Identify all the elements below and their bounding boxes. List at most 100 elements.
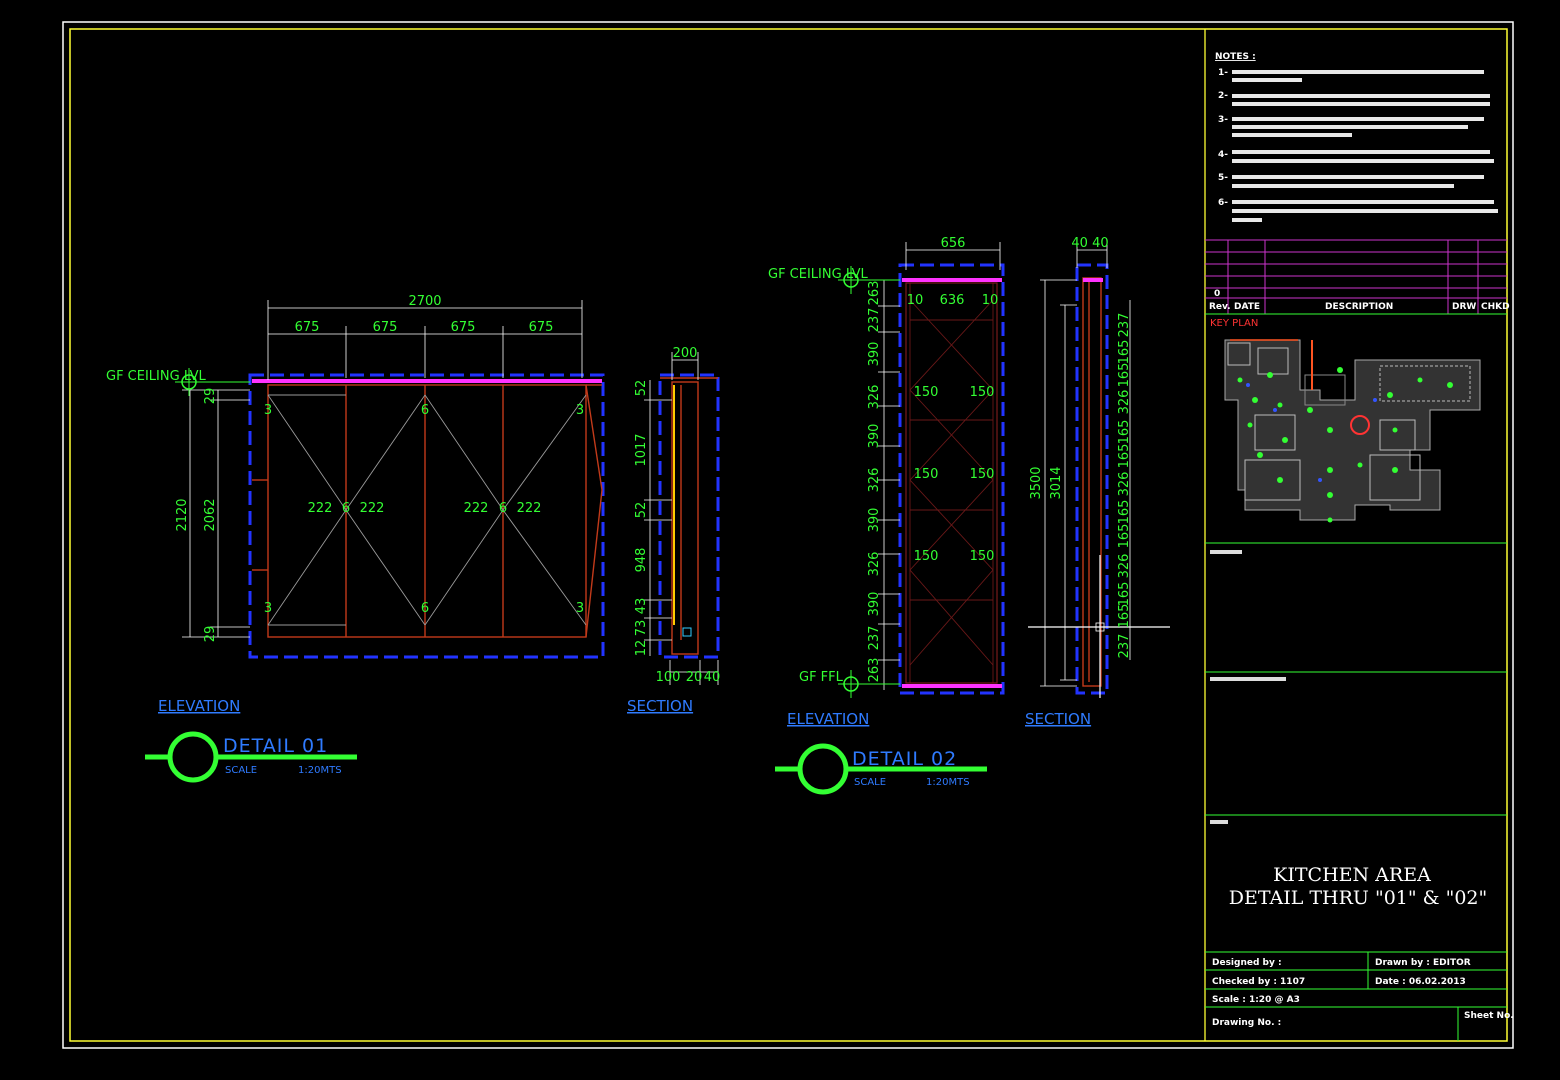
d02-left-vertical: 326: [867, 385, 882, 410]
d02-cell-dim: 150: [914, 385, 939, 400]
d02-cell-dim: 150: [914, 467, 939, 482]
inner-border: [69, 28, 1508, 1042]
d01-segment: 675: [529, 320, 554, 335]
d02-section-right: 326: [1117, 390, 1132, 415]
title-block: NOTES : 1- 2- 3- 4- 5- 6-: [1204, 29, 1514, 1041]
drawing-number: Drawing No. :: [1212, 1018, 1281, 1028]
d02-floor-label: GF FFL: [799, 670, 844, 685]
d01-section-vertical: 1017: [634, 433, 649, 466]
detail-02-title: DETAIL 02: [852, 748, 957, 770]
checked-by: Checked by : 1107: [1212, 977, 1305, 987]
d02-section-right: 237: [1117, 313, 1132, 338]
rev-header-rev: Rev.: [1209, 302, 1231, 312]
detail-01-scale-label: SCALE: [225, 765, 257, 776]
outer-border: [62, 21, 1514, 1049]
drawing-date: Date : 06.02.2013: [1375, 977, 1466, 987]
d02-section-label: SECTION: [1025, 710, 1091, 728]
d01-segment: 675: [295, 320, 320, 335]
key-plan-label: KEY PLAN: [1210, 318, 1258, 329]
d02-section-right: 165: [1117, 420, 1132, 445]
d01-section-vertical: 43: [634, 598, 649, 615]
d01-level-marker: [175, 368, 250, 396]
d01-section-label: SECTION: [627, 697, 693, 715]
d02-left-vertical: 263: [867, 281, 882, 306]
d01-mid-dim: 6: [499, 501, 507, 516]
note-item: 3-: [1218, 115, 1228, 125]
note-item: 5-: [1218, 173, 1228, 183]
d02-section-right: 165: [1117, 524, 1132, 549]
notes-heading: NOTES :: [1215, 52, 1256, 62]
d01-corner-dim: 3: [576, 403, 584, 418]
d02-left-vertical: 326: [867, 552, 882, 577]
d01-corner-dim: 3: [264, 601, 272, 616]
d01-bottom-offset: 29: [203, 626, 218, 643]
revision-number: 0: [1214, 289, 1220, 299]
d01-section-vertical: 52: [634, 502, 649, 519]
d02-section-height: 3500: [1029, 466, 1044, 499]
rev-header-drw: DRW: [1452, 302, 1476, 312]
d01-segment: 675: [451, 320, 476, 335]
note-item: 1-: [1218, 68, 1228, 78]
d02-section-right: 165: [1117, 340, 1132, 365]
d02-left-vertical: 326: [867, 468, 882, 493]
detail-02-scale-value: 1:20MTS: [926, 777, 970, 788]
d01-section-vertical: 52: [634, 380, 649, 397]
d02-floor-marker: [838, 670, 900, 698]
rev-header-date: DATE: [1234, 302, 1260, 312]
note-item: 6-: [1218, 198, 1228, 208]
d01-section-vertical: 948: [634, 548, 649, 573]
note-item: 4-: [1218, 150, 1228, 160]
d02-cell-dim: 150: [914, 549, 939, 564]
d02-left-vertical: 390: [867, 424, 882, 449]
designed-by: Designed by :: [1212, 958, 1282, 968]
drawing-title-line1: KITCHEN AREA: [1273, 864, 1431, 886]
d02-section-height: 3014: [1049, 466, 1064, 499]
d01-mid-dim: 222: [360, 501, 385, 516]
drawing-scale: Scale : 1:20 @ A3: [1212, 995, 1300, 1005]
d01-section-vertical: 12: [634, 640, 649, 657]
d02-left-vertical: 390: [867, 592, 882, 617]
d02-inner-dim: 636: [940, 293, 965, 308]
d02-inner-dim: 10: [907, 293, 924, 308]
d02-elevation-label: ELEVATION: [787, 710, 869, 728]
d02-section-right: 165: [1117, 363, 1132, 388]
d02-left-vertical: 237: [867, 308, 882, 333]
d01-section-bottom: 40: [704, 670, 721, 685]
d01-ceiling-label: GF CEILING LVL: [106, 369, 207, 384]
d01-segment: 675: [373, 320, 398, 335]
d02-left-vertical: 390: [867, 508, 882, 533]
detail-01-tag: DETAIL 01 SCALE 1:20MTS: [145, 731, 357, 783]
rev-header-chkd: CHKD: [1481, 302, 1510, 312]
revision-table: [1205, 239, 1507, 314]
d02-cell-dim: 150: [970, 549, 995, 564]
d01-mid-dim: 222: [464, 501, 489, 516]
d01-corner-dim: 6: [421, 601, 429, 616]
d02-left-vertical: 390: [867, 342, 882, 367]
d01-overall-width: 2700: [408, 294, 441, 309]
note-item: 2-: [1218, 91, 1228, 101]
drawing-title-line2: DETAIL THRU "01" & "02": [1229, 887, 1488, 909]
detail-01-elevation: 2700 675 675 675 675 2120 2062 29 29 222…: [106, 294, 605, 715]
notes-list: 1- 2- 3- 4- 5- 6-: [1218, 68, 1498, 222]
d02-ceiling-marker: [838, 266, 900, 294]
d02-section-right: 165: [1117, 604, 1132, 629]
d01-top-offset: 29: [203, 388, 218, 405]
d02-overall-width: 656: [941, 236, 966, 251]
d01-height-outer: 2120: [175, 498, 190, 531]
d02-section-top: 40 40: [1071, 236, 1108, 251]
detail-02-elevation: 656 10 636 10 263 237 390 326 390 326 39…: [768, 236, 1005, 728]
detail-02-section: 40 40 3500 3014 237 165 165 326 165 165 …: [1025, 236, 1170, 728]
d01-elevation-label: ELEVATION: [158, 697, 240, 715]
d01-section-bottom: 100: [656, 670, 681, 685]
sheet-number: Sheet No.: [1464, 1011, 1514, 1021]
d01-mid-dim: 6: [342, 501, 350, 516]
d01-corner-dim: 3: [264, 403, 272, 418]
d02-section-right: 326: [1117, 554, 1132, 579]
drawn-by: Drawn by : EDITOR: [1375, 958, 1471, 968]
d01-section-width: 200: [673, 346, 698, 361]
d02-ceiling-label: GF CEILING LVL: [768, 267, 869, 282]
d02-cell-dim: 150: [970, 385, 995, 400]
rev-header-description: DESCRIPTION: [1325, 302, 1393, 312]
